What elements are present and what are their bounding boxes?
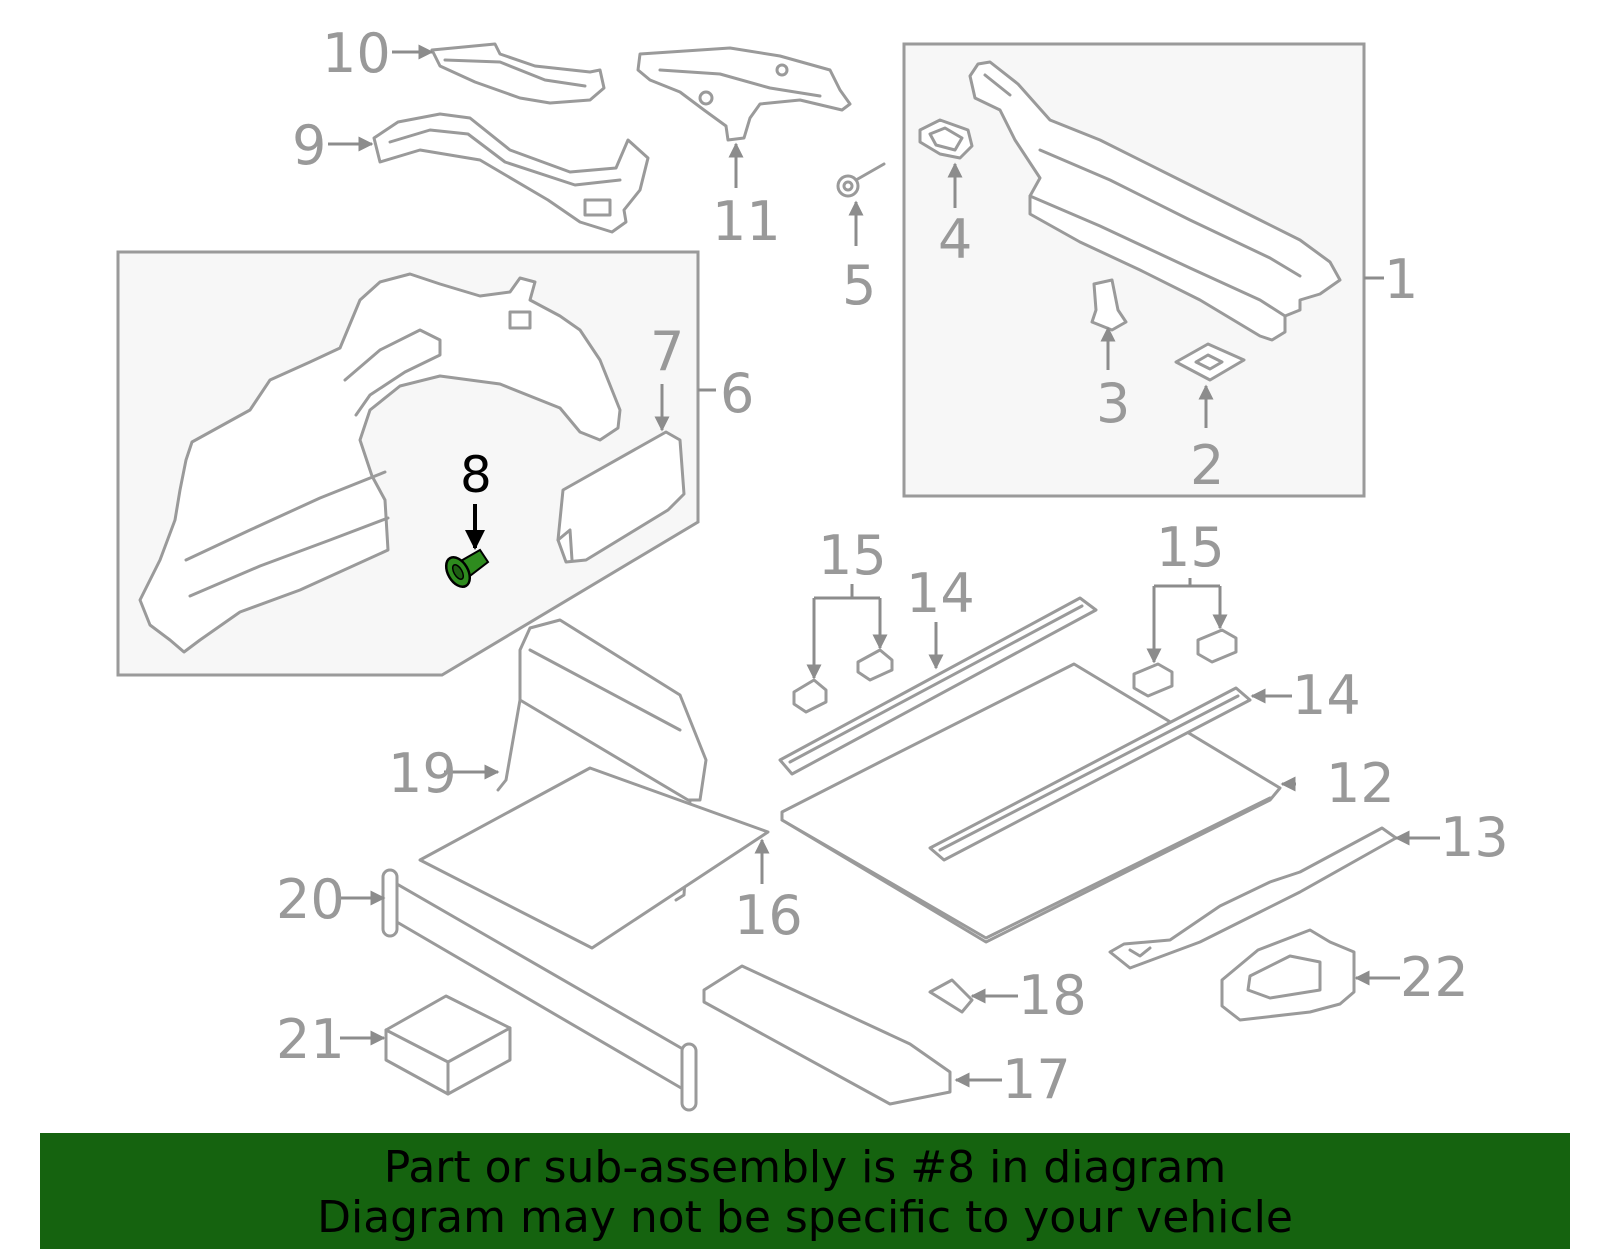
callout-11: 11 [712,190,781,253]
banner-line-1: Part or sub-assembly is #8 in diagram [383,1142,1227,1193]
callout-13: 13 [1440,806,1509,869]
info-banner: Part or sub-assembly is #8 in diagram Di… [40,1133,1570,1249]
callout-14-right: 14 [1292,664,1361,727]
callout-16: 16 [734,884,803,947]
banner-line-2: Diagram may not be specific to your vehi… [317,1192,1293,1243]
part-9-trim-panel [372,112,650,234]
callout-20: 20 [276,868,345,931]
callout-1: 1 [1384,248,1418,311]
part-21-foam-block [384,994,512,1096]
callout-5: 5 [842,254,876,317]
callout-15-left: 15 [818,524,887,587]
callout-6: 6 [720,362,754,425]
part-18-clip [928,978,974,1014]
part-16-floor-mat [418,766,770,950]
part-8-fastener-highlighted [444,548,490,588]
part-6-quarter-trim [138,272,622,654]
callout-14-top: 14 [906,562,975,625]
callout-3: 3 [1096,372,1130,435]
callout-10: 10 [322,22,391,85]
callout-4: 4 [938,208,972,271]
part-4-clip [918,118,974,160]
callout-2: 2 [1190,434,1224,497]
callout-18: 18 [1018,964,1087,1027]
callout-22: 22 [1400,946,1469,1009]
callout-8-highlighted: 8 [460,446,492,504]
part-19-load-board [518,618,708,802]
part-22-tray [1220,928,1356,1022]
part-17-panel [702,964,952,1106]
callout-21: 21 [276,1008,345,1071]
callout-7: 7 [650,320,684,383]
part-11-bracket [636,46,852,142]
part-10-bracket [430,42,606,105]
callout-19: 19 [388,742,457,805]
callout-12: 12 [1326,752,1395,815]
part-13-rail [1108,826,1398,970]
part-15-clips [792,628,1238,714]
part-3-retainer [1090,278,1128,332]
part-2-pad [1174,342,1246,382]
part-7-cover [556,430,686,564]
callout-17: 17 [1002,1048,1071,1111]
callout-15-right: 15 [1156,516,1225,579]
part-5-bolt [836,174,860,198]
callout-9: 9 [292,114,326,177]
